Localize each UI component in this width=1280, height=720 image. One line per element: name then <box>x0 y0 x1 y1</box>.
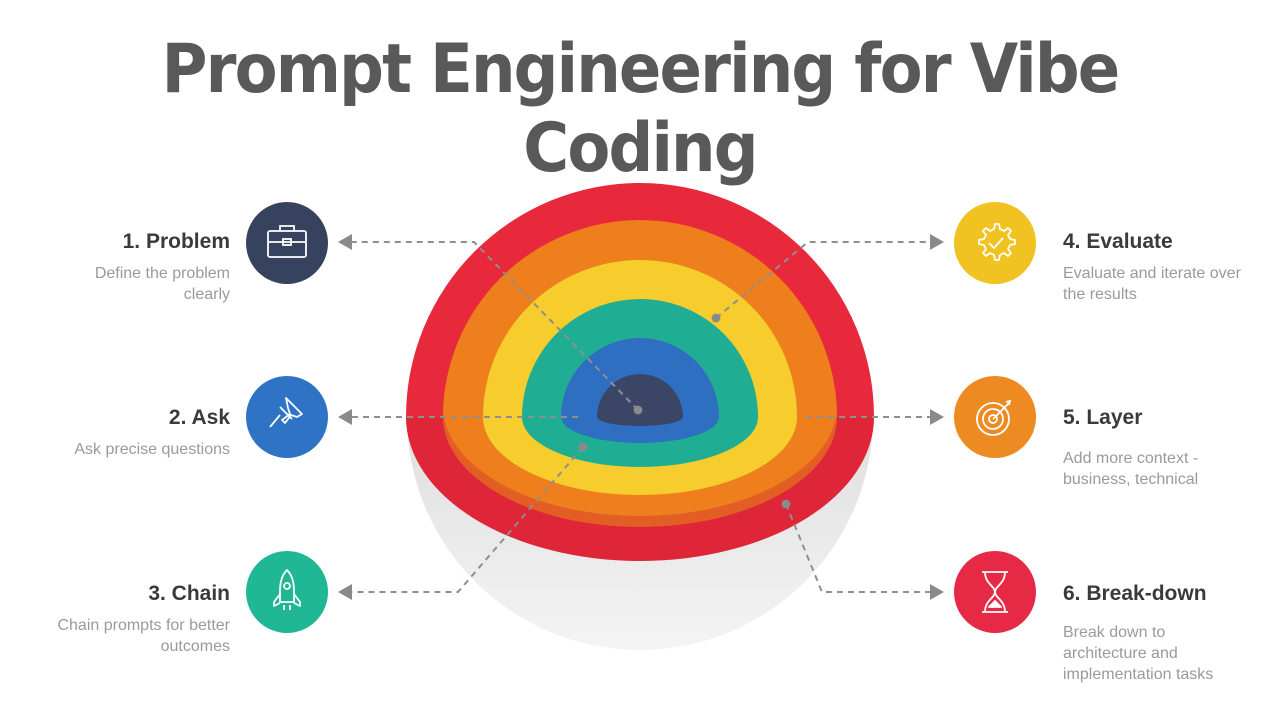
step-description-line: implementation tasks <box>1063 666 1214 683</box>
step-1: 1. Problem Define the problem clearly <box>20 230 230 305</box>
step-5: 5. Layer Add more context - business, te… <box>1063 406 1273 490</box>
step-1-icon-badge <box>246 202 328 284</box>
hourglass-icon <box>982 571 1008 613</box>
connector-1 <box>338 234 643 415</box>
connectors <box>338 234 944 600</box>
step-5-icon-badge <box>954 376 1036 458</box>
step-description-line: Define the problem <box>94 265 230 282</box>
gear-check-icon <box>978 223 1016 261</box>
step-description-line: clearly <box>183 286 230 303</box>
step-description: Add more context - business, technical <box>1063 448 1273 490</box>
page-title: Prompt Engineering for Vibe Coding <box>161 30 1121 188</box>
pushpin-icon <box>269 397 303 428</box>
step-description-line: Evaluate and iterate over <box>1063 265 1241 282</box>
step-2: 2. Ask Ask precise questions <box>20 406 230 460</box>
step-2-icon-badge <box>246 376 328 458</box>
step-title: 4. Evaluate <box>1063 230 1173 253</box>
step-title: 1. Problem <box>122 230 230 253</box>
step-description: Evaluate and iterate over the results <box>1063 263 1273 305</box>
step-icons <box>246 202 1036 633</box>
step-title: 6. Break-down <box>1063 582 1207 605</box>
briefcase-icon <box>267 225 307 258</box>
step-description-line: outcomes <box>160 638 230 655</box>
step-description-line: Chain prompts for better <box>57 617 230 634</box>
step-description: Chain prompts for better outcomes <box>20 615 230 657</box>
step-description: Define the problem clearly <box>20 263 230 305</box>
sphere-layers <box>406 183 874 561</box>
step-description-line: business, technical <box>1063 471 1199 488</box>
step-description-line: architecture and <box>1063 645 1178 662</box>
step-6: 6. Break-down Break down to architecture… <box>1063 582 1273 685</box>
step-description-line: Break down to <box>1063 624 1166 641</box>
rocket-icon <box>273 569 301 610</box>
step-4-icon-badge <box>954 202 1036 284</box>
step-description: Ask precise questions <box>20 439 230 460</box>
step-title: 5. Layer <box>1063 406 1143 429</box>
step-4: 4. Evaluate Evaluate and iterate over th… <box>1063 230 1273 305</box>
connector-3 <box>338 442 588 600</box>
step-description-line: the results <box>1063 286 1137 303</box>
target-icon <box>976 399 1012 436</box>
step-3: 3. Chain Chain prompts for better outcom… <box>20 582 230 657</box>
step-title: 2. Ask <box>168 406 230 429</box>
step-3-icon-badge <box>246 551 328 633</box>
step-description: Break down to architecture and implement… <box>1063 622 1273 685</box>
step-description-line: Ask precise questions <box>74 441 230 458</box>
step-description-line: Add more context - <box>1063 450 1199 467</box>
step-6-icon-badge <box>954 551 1036 633</box>
step-title: 3. Chain <box>148 582 230 605</box>
